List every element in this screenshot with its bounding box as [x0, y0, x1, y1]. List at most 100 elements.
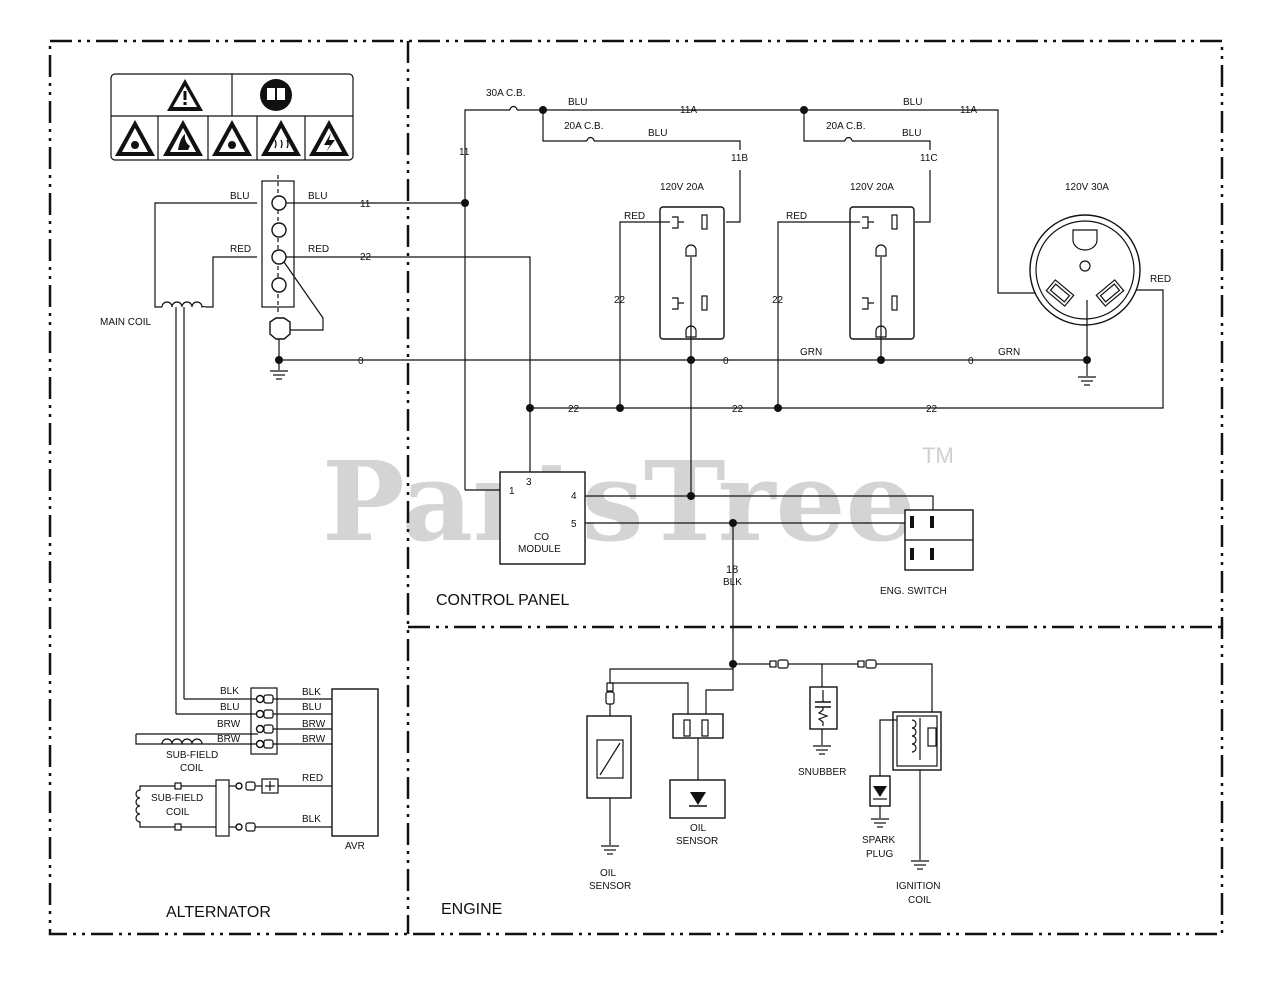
outlet-30a-label: 120V 30A	[1065, 182, 1109, 193]
wire-0-label-1: 0	[358, 356, 364, 367]
oil-sensor-1	[586, 682, 632, 855]
wire-11a	[517, 109, 1047, 294]
watermark: PartsTree	[322, 437, 916, 566]
oil-sensor-2-label-1: OIL	[690, 823, 707, 834]
breaker-30a-label: 30A C.B.	[486, 88, 525, 99]
wire-11c-label: 11C	[920, 153, 938, 164]
sub-field-coil-1-label-1: SUB-FIELD	[166, 750, 218, 761]
co-pin-5: 5	[571, 519, 577, 530]
wire-red-coil: RED	[230, 244, 251, 255]
wire-blk-alt-2: BLK	[302, 687, 321, 698]
electric-shock-icon	[309, 120, 349, 156]
breaker-20a-2	[844, 136, 853, 142]
wire-11-label-2: 11	[459, 147, 470, 158]
spark-plug-label-1: SPARK	[862, 835, 895, 846]
breaker-20a-2-label: 20A C.B.	[826, 121, 865, 132]
wire-brw-alt-4: BRW	[302, 734, 326, 745]
wire-red-o2	[777, 221, 860, 408]
wire-22-label-3: 22	[732, 404, 744, 415]
engine-switch[interactable]	[904, 509, 974, 571]
wire-blu-11a-1: BLU	[568, 97, 587, 108]
wire-oil-loop	[609, 664, 734, 714]
outlet-20a-2	[849, 206, 915, 360]
breaker-20a-1	[586, 136, 595, 142]
main-coil	[154, 202, 257, 714]
wire-blu-alt-2: BLU	[302, 702, 321, 713]
manual-book-icon	[260, 79, 292, 111]
main-coil-label: MAIN COIL	[100, 317, 152, 328]
wire-blu-coil: BLU	[230, 191, 249, 202]
oil-sensor-1-label-2: SENSOR	[589, 881, 631, 892]
co-module-label-1: CO	[534, 532, 549, 543]
wire-brw-alt-2: BRW	[217, 734, 241, 745]
wire-red-30a: RED	[1150, 274, 1171, 285]
wire-red-o1	[619, 221, 670, 408]
outlet-20a-1	[659, 206, 725, 496]
wire-11-vertical	[464, 109, 510, 490]
wire-11b-label: 11B	[731, 153, 748, 164]
ignition-coil-label-1: IGNITION	[896, 881, 940, 892]
wire-brw-alt-3: BRW	[302, 719, 326, 730]
explosion-hazard-icon	[212, 120, 252, 156]
junction-dots	[275, 106, 1091, 668]
eng-switch-label: ENG. SWITCH	[880, 586, 947, 597]
avr	[331, 688, 379, 837]
co-pin-1: 1	[509, 486, 515, 497]
avr-label: AVR	[345, 841, 365, 852]
wire-to-cb2	[803, 110, 845, 142]
wire-brw-alt-1: BRW	[217, 719, 241, 730]
wire-ign	[876, 663, 933, 714]
oil-sensor-2	[669, 713, 726, 819]
co-pin-3: 3	[526, 477, 532, 488]
warning-label	[110, 73, 354, 161]
wire-blu-out: BLU	[308, 191, 327, 202]
wire-red-avr: RED	[302, 773, 323, 784]
wire-18-label: 18	[726, 564, 738, 576]
wire-11c	[915, 170, 931, 223]
wire-22-o2-label: 22	[772, 295, 784, 306]
wire-blu-11c: BLU	[902, 128, 921, 139]
wire-11b	[726, 170, 741, 223]
section-borders	[48, 39, 1224, 936]
wire-22-o1-label: 22	[614, 295, 626, 306]
ignition-coil	[892, 711, 942, 870]
wire-11c-top	[852, 140, 931, 150]
co-module	[499, 471, 586, 565]
sub-field-coil-1-label-2: COIL	[180, 763, 204, 774]
snubber	[809, 686, 838, 755]
wire-22-label-2: 22	[568, 404, 580, 415]
wire-blu-11a-2: BLU	[903, 97, 922, 108]
wire-grn-label-1: GRN	[800, 347, 822, 358]
wire-blk-avr: BLK	[302, 814, 321, 825]
breaker-30a	[509, 105, 518, 111]
hot-surface-icon	[261, 120, 301, 156]
toxic-fumes-icon	[115, 120, 155, 156]
wire-co-4	[585, 495, 934, 512]
warning-triangle-icon	[167, 79, 203, 111]
avr-connector-block	[135, 687, 332, 755]
co-module-label-2: MODULE	[518, 544, 561, 555]
wire-11-label: 11	[360, 199, 371, 210]
wire-to-cb1	[542, 110, 587, 142]
wire-red-out: RED	[308, 244, 329, 255]
wire-22-label-4: 22	[926, 404, 938, 415]
ignition-coil-label-2: COIL	[908, 895, 932, 906]
terminal-block	[261, 175, 295, 313]
breaker-20a-1-label: 20A C.B.	[564, 121, 603, 132]
outlet-20a-1-label: 120V 20A	[660, 182, 704, 193]
spark-plug	[869, 719, 897, 828]
sub-field-coil-2-label-1: SUB-FIELD	[151, 793, 203, 804]
wire-red-o1-label: RED	[624, 211, 645, 222]
oil-sensor-1-label-1: OIL	[600, 868, 617, 879]
wire-blk-18: BLK	[723, 577, 742, 588]
co-pin-4: 4	[571, 491, 577, 502]
wire-grn-label-2: GRN	[998, 347, 1020, 358]
wire-engine-main	[705, 664, 734, 714]
wire-22-line	[530, 289, 1164, 409]
wire-0-label-3: 0	[968, 356, 974, 367]
sub-field-coil-2	[135, 778, 332, 837]
fire-hazard-icon	[163, 120, 203, 156]
sub-field-coil-2-label-2: COIL	[166, 807, 190, 818]
wire-red-o2-label: RED	[786, 211, 807, 222]
